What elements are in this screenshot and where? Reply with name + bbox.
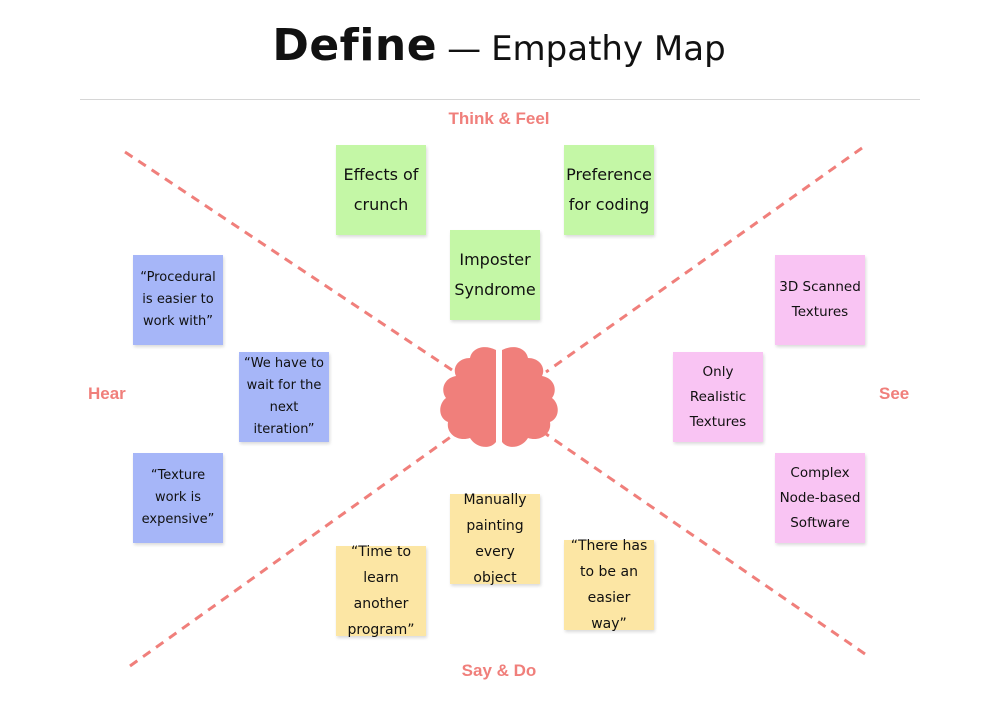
- title-divider: [80, 99, 920, 100]
- sticky-note-text: “Time to learn another program”: [347, 544, 415, 638]
- brain-icon: [440, 347, 558, 447]
- sticky-note-text: “Procedural is easier to work with”: [140, 270, 216, 329]
- sticky-note-say-do: “Time to learn another program”: [336, 544, 426, 638]
- title-subtitle: Empathy Map: [491, 29, 726, 69]
- sticky-note-text: Manually painting every object: [463, 492, 527, 586]
- divider-top-left: [124, 150, 453, 372]
- sticky-note-text: “There has to be an easier way”: [570, 538, 648, 632]
- divider-bottom-right: [545, 432, 866, 656]
- sticky-note-see: Complex Node-based Software: [775, 453, 865, 543]
- sticky-note-text: Preference for coding: [566, 165, 652, 214]
- sticky-note-text: Imposter Syndrome: [454, 250, 536, 299]
- sticky-note-text: 3D Scanned Textures: [779, 279, 861, 320]
- quadrant-label-think-feel: Think & Feel: [448, 109, 550, 128]
- sticky-note-see: 3D Scanned Textures: [775, 255, 865, 345]
- sticky-note-text: Only Realistic Textures: [689, 363, 747, 430]
- sticky-note-think-feel: Preference for coding: [564, 145, 654, 235]
- title-separator: —: [447, 29, 482, 69]
- sticky-note-hear: “Procedural is easier to work with”: [133, 255, 223, 345]
- sticky-note-think-feel: Imposter Syndrome: [450, 230, 540, 320]
- sticky-note-text: Complex Node-based Software: [779, 464, 861, 531]
- page-title: Define—Empathy Map: [0, 20, 998, 71]
- title-bold: Define: [272, 20, 438, 71]
- sticky-note-text: “Texture work is expensive”: [141, 468, 215, 527]
- quadrant-label-say-do: Say & Do: [461, 661, 537, 680]
- quadrant-label-hear: Hear: [88, 384, 126, 403]
- sticky-note-text: Effects of crunch: [343, 165, 419, 214]
- divider-top-right: [545, 146, 863, 374]
- sticky-note-hear: “We have to wait for the next iteration”: [239, 352, 329, 442]
- sticky-note-say-do: “There has to be an easier way”: [564, 538, 654, 632]
- sticky-note-hear: “Texture work is expensive”: [133, 453, 223, 543]
- sticky-note-say-do: Manually painting every object: [450, 492, 540, 586]
- sticky-note-text: “We have to wait for the next iteration”: [243, 356, 325, 437]
- sticky-note-see: Only Realistic Textures: [673, 352, 763, 442]
- sticky-note-think-feel: Effects of crunch: [336, 145, 426, 235]
- quadrant-label-see: See: [879, 384, 910, 403]
- divider-bottom-left: [129, 434, 453, 668]
